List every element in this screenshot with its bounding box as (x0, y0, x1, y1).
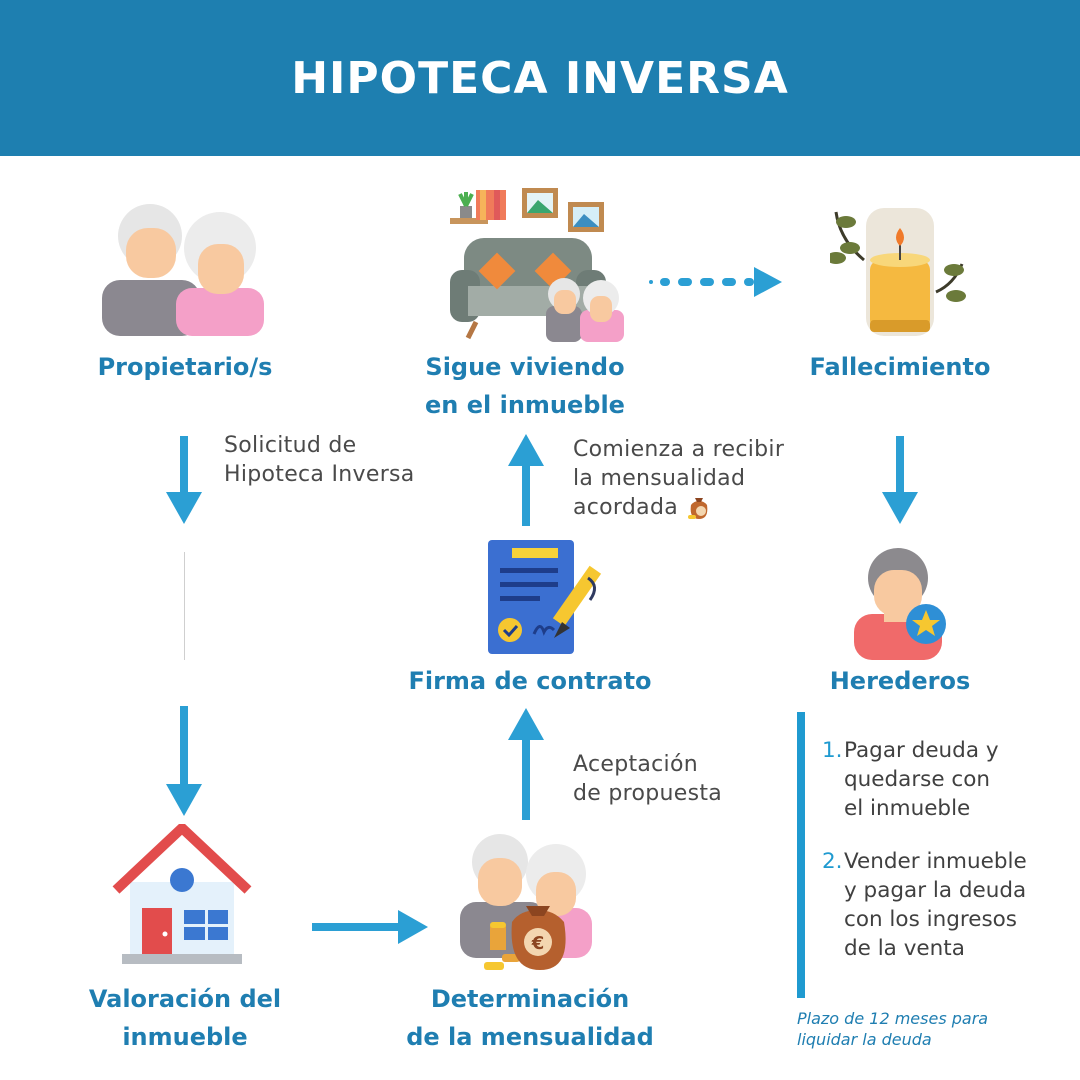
note-aceptacion: Aceptación de propuesta (573, 750, 793, 808)
option-1-number: 1. (822, 738, 843, 763)
option-1: 1. Pagar deuda y quedarse con el inmuebl… (822, 736, 1072, 823)
money-bag-icon: € (511, 906, 566, 970)
note-solicitud: Solicitud de Hipoteca Inversa (224, 431, 464, 489)
step-propietarios: Propietario/s (40, 348, 330, 386)
step-valoracion: Valoración del inmueble (40, 980, 330, 1056)
option-1-line1: Pagar deuda y (844, 738, 999, 763)
couple-icon (102, 204, 264, 336)
step-propietarios-label: Propietario/s (97, 353, 273, 381)
option-2-line3: con los ingresos (844, 907, 1017, 932)
step-determinacion: Determinación de la mensualidad (370, 980, 690, 1056)
arrow-down-herederos (882, 436, 918, 524)
note-comienza-line3: acordada (573, 495, 678, 520)
option-1-line3: el inmueble (844, 796, 971, 821)
arrow-dotted-fallecimiento (649, 267, 782, 297)
note-aceptacion-line2: de propuesta (573, 781, 723, 806)
connector-line (184, 552, 185, 660)
option-2-number: 2. (822, 849, 843, 874)
step-firma-label: Firma de contrato (408, 667, 652, 695)
note-solicitud-line1: Solicitud de (224, 433, 357, 458)
svg-text:€: € (531, 933, 545, 954)
step-sigue-line1: Sigue viviendo (425, 353, 625, 381)
heirs-options-list: 1. Pagar deuda y quedarse con el inmuebl… (822, 736, 1072, 987)
note-comienza-line2: la mensualidad (573, 466, 746, 491)
step-fallecimiento-label: Fallecimiento (809, 353, 991, 381)
option-1-line2: quedarse con (844, 767, 991, 792)
option-2-line1: Vender inmueble (844, 849, 1027, 874)
money-couple-icon: € (460, 834, 592, 970)
options-bar (797, 712, 805, 998)
step-sigue-line2: en el inmueble (425, 391, 625, 419)
arrow-up-sigue (508, 434, 544, 526)
option-2-line2: y pagar la deuda (844, 878, 1027, 903)
heir-icon (854, 548, 946, 660)
page-title: HIPOTECA INVERSA (291, 52, 789, 104)
footnote-line1: Plazo de 12 meses para (797, 1009, 989, 1028)
footnote-line2: liquidar la deuda (797, 1030, 932, 1049)
money-bag-small-icon (688, 497, 708, 519)
contract-icon (488, 540, 602, 654)
step-valoracion-line2: inmueble (122, 1023, 248, 1051)
step-firma: Firma de contrato (360, 662, 700, 700)
header-banner: HIPOTECA INVERSA (0, 0, 1080, 156)
step-herederos-label: Herederos (829, 667, 971, 695)
note-solicitud-line2: Hipoteca Inversa (224, 462, 415, 487)
house-icon (112, 824, 252, 964)
note-comienza: Comienza a recibir la mensualidad acorda… (573, 435, 813, 522)
option-2: 2. Vender inmueble y pagar la deuda con … (822, 847, 1072, 963)
note-aceptacion-line1: Aceptación (573, 752, 698, 777)
arrow-right-determinacion (312, 910, 428, 944)
option-2-line4: de la venta (844, 936, 965, 961)
arrow-down-solicitud (166, 436, 202, 524)
candle-icon (830, 208, 966, 336)
step-valoracion-line1: Valoración del (88, 985, 282, 1013)
living-room-icon (450, 188, 624, 342)
arrow-down-valoracion (166, 706, 202, 816)
step-determinacion-line1: Determinación (430, 985, 630, 1013)
step-determinacion-line2: de la mensualidad (406, 1023, 654, 1051)
note-comienza-line3-row: acordada (573, 493, 813, 522)
step-sigue-viviendo: Sigue viviendo en el inmueble (380, 348, 670, 424)
step-fallecimiento: Fallecimiento (760, 348, 1040, 386)
footnote: Plazo de 12 meses para liquidar la deuda (797, 1008, 1057, 1050)
arrow-up-firma (508, 708, 544, 820)
step-herederos: Herederos (790, 662, 1010, 700)
note-comienza-line1: Comienza a recibir (573, 437, 785, 462)
